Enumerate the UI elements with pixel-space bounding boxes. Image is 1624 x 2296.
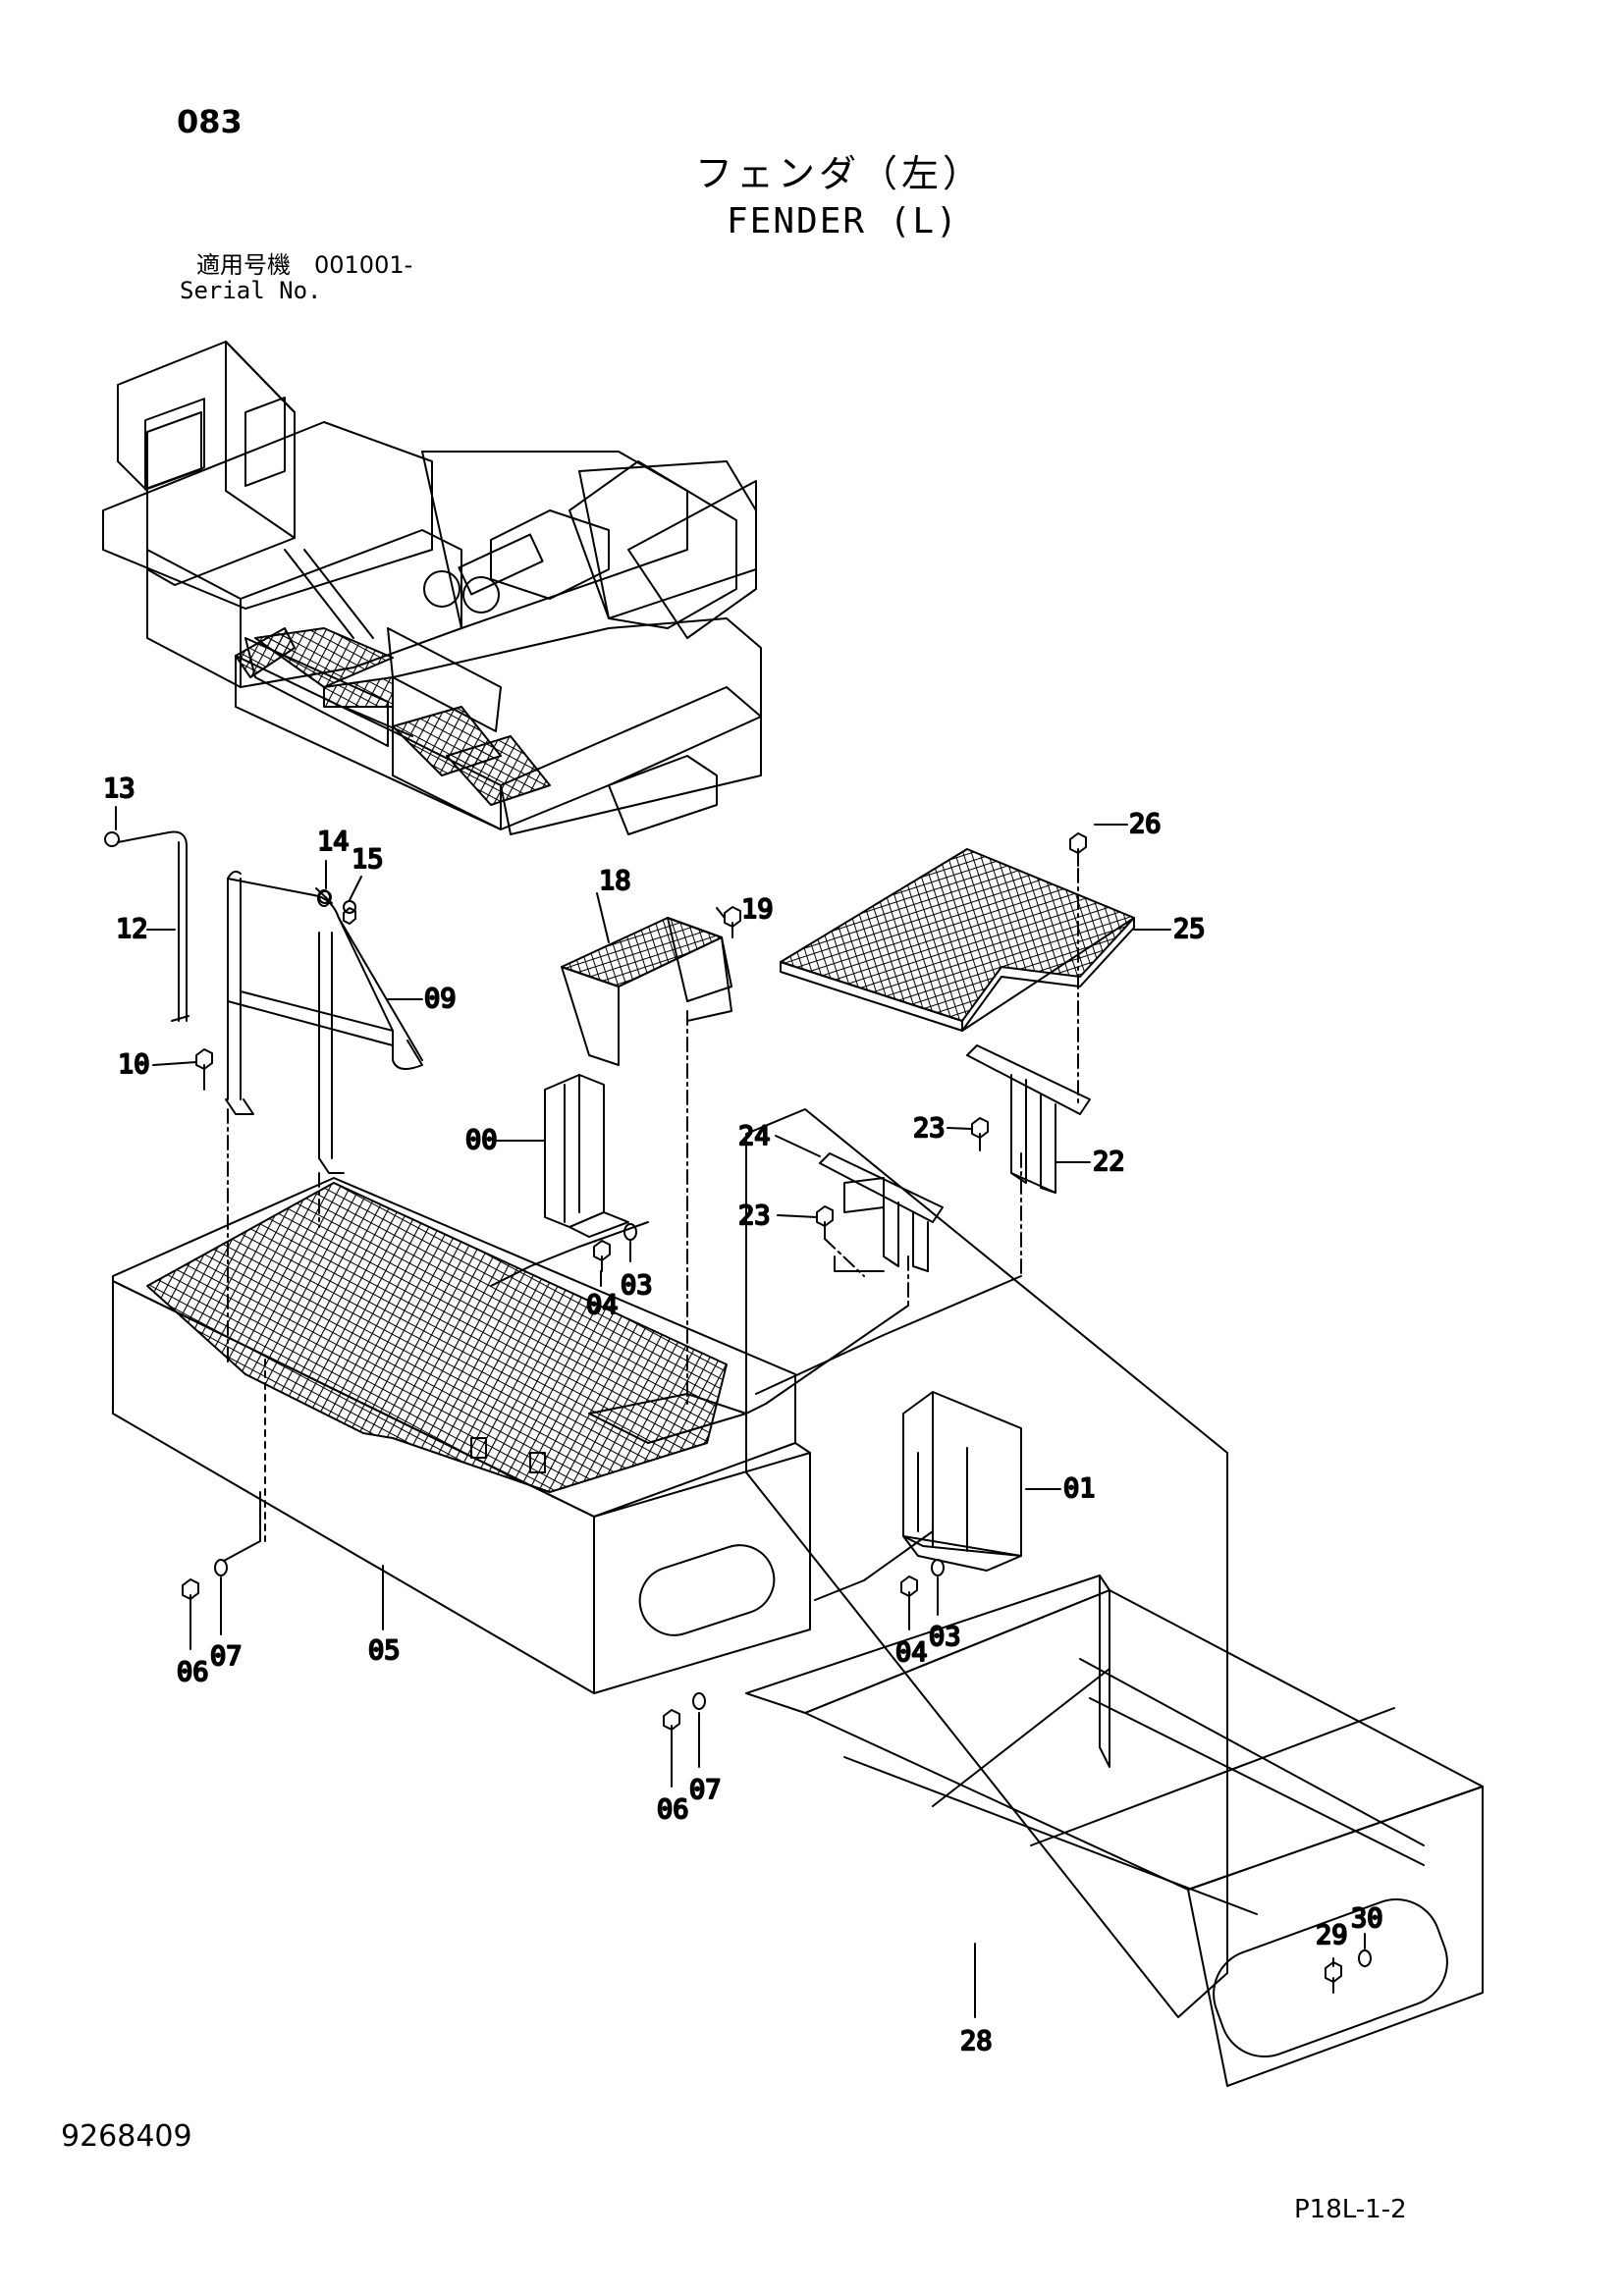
- part-label-04b: 04: [895, 1637, 928, 1668]
- assembly-lines: [227, 868, 1079, 1405]
- part-label-09: 09: [424, 984, 457, 1014]
- part-label-19: 19: [741, 894, 774, 925]
- part-label-12: 12: [116, 914, 148, 944]
- part-label-07b: 07: [689, 1775, 722, 1805]
- part-label-13: 13: [103, 774, 135, 804]
- part-label-01: 01: [1063, 1473, 1096, 1504]
- bracket-01: [902, 1391, 1022, 1572]
- part-label-23b: 23: [738, 1201, 771, 1231]
- leader-lines: [115, 806, 1366, 2018]
- part-label-24: 24: [738, 1121, 771, 1151]
- part-label-14: 14: [317, 827, 350, 857]
- page-code: 083: [177, 103, 243, 140]
- part-label-28: 28: [960, 2026, 993, 2056]
- machine-overview-drawing: [102, 341, 762, 835]
- support-22: [966, 1044, 1091, 1194]
- part-label-03b: 03: [929, 1622, 961, 1652]
- part-label-00: 00: [465, 1125, 498, 1155]
- title-japanese: フェンダ（左）: [695, 152, 985, 195]
- part-label-06a: 06: [177, 1657, 209, 1687]
- serial-label-english: Serial No.: [180, 277, 322, 304]
- connector-lines: [223, 1221, 1022, 1601]
- part-label-22: 22: [1093, 1147, 1125, 1177]
- step-18: [561, 917, 732, 1066]
- part-label-23a: 23: [913, 1113, 946, 1144]
- title-english: FENDER (L): [727, 201, 959, 241]
- part-label-29: 29: [1316, 1920, 1348, 1950]
- support-24: [819, 1152, 944, 1272]
- part-label-15: 15: [352, 844, 384, 875]
- part-label-07a: 07: [210, 1641, 243, 1672]
- frame-28: [745, 1108, 1484, 2087]
- bracket-00: [544, 1074, 629, 1238]
- part-label-06b: 06: [657, 1794, 689, 1825]
- part-label-26: 26: [1129, 809, 1162, 839]
- handrail-assembly: [104, 830, 423, 1174]
- part-label-05: 05: [368, 1635, 401, 1666]
- part-label-25: 25: [1173, 914, 1206, 944]
- fender-body: [112, 1177, 811, 1694]
- part-labels: 13 14 15 12 09 10 18 19 26 25 00 24 23 2…: [102, 773, 1384, 2057]
- part-label-04a: 04: [586, 1290, 619, 1320]
- part-label-30: 30: [1351, 1903, 1383, 1934]
- document-number: 9268409: [61, 2119, 192, 2154]
- part-label-03a: 03: [621, 1270, 653, 1301]
- part-label-10: 10: [118, 1049, 150, 1080]
- sheet-reference: P18L-1-2: [1294, 2195, 1407, 2224]
- part-label-18: 18: [599, 866, 631, 896]
- grating-25: [780, 848, 1135, 1032]
- serial-label-japanese: 適用号機 001001-: [196, 251, 413, 279]
